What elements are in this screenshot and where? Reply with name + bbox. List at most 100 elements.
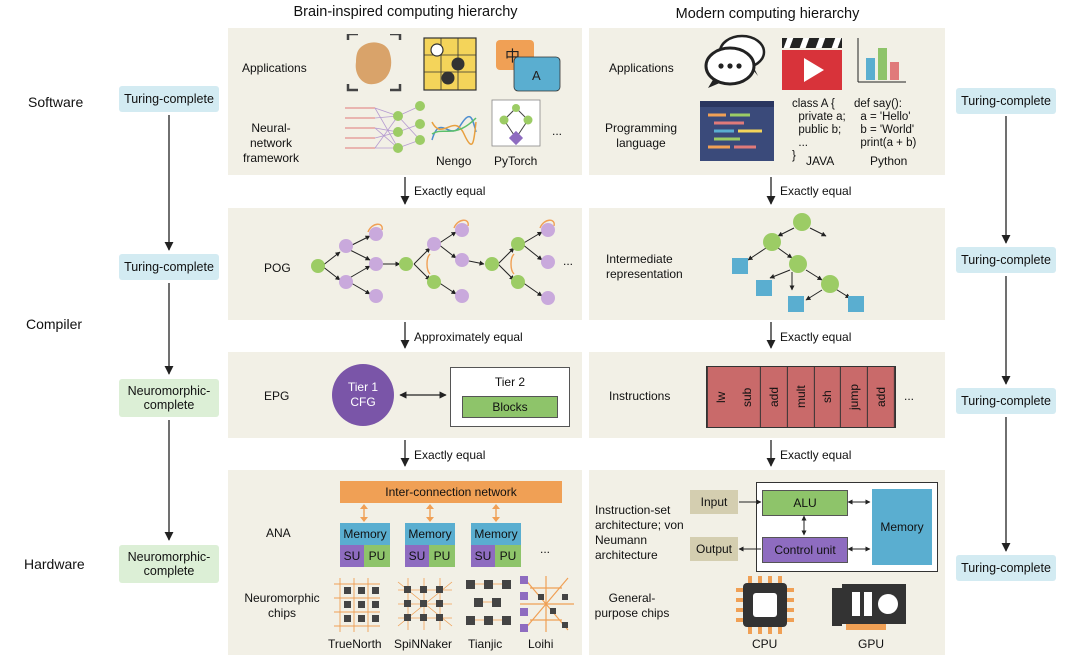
instr-lw: lw (707, 367, 734, 427)
level-software: Software (28, 94, 84, 110)
vn-arrows (738, 499, 871, 552)
left-badge-hardware: Neuromorphic-complete (119, 545, 219, 583)
right-badge-compiler-bottom: Turing-complete (956, 388, 1056, 414)
core-su: SU (471, 545, 495, 567)
java-label: JAVA (806, 154, 835, 168)
relation-modern-1: Exactly equal (780, 184, 852, 198)
core-su: SU (340, 545, 364, 567)
chip-label-tianjic: Tianjic (468, 637, 503, 651)
tier1-cfg-node: Tier 1 CFG (332, 364, 394, 426)
instructions-label: Instructions (609, 389, 671, 403)
ir-label: Intermediate representation (606, 252, 683, 281)
right-badge-software: Turing-complete (956, 88, 1056, 114)
tianjic-chip-icon (466, 580, 511, 625)
core-su: SU (405, 545, 429, 567)
pog-graph (311, 219, 555, 305)
python-label: Python (870, 154, 908, 168)
tier2-label: Tier 2 (494, 375, 526, 389)
vn-memory-box: Memory (872, 489, 932, 565)
face-scan-icon (346, 34, 402, 92)
gpu-label: GPU (858, 637, 885, 651)
java-code: class A { private a; public b; ... } (792, 98, 846, 162)
pytorch-label: PyTorch (494, 154, 538, 168)
programming-language-label: Programming language (604, 121, 678, 150)
nengo-label: Nengo (436, 154, 472, 168)
core-unit-3: Memory SU PU (471, 523, 521, 567)
video-clapper-icon (782, 38, 842, 90)
level-compiler: Compiler (26, 316, 83, 332)
right-badge-hardware: Turing-complete (956, 555, 1056, 581)
translate-glyph-a: A (532, 68, 541, 83)
brain-framework-ellipsis: ... (552, 124, 563, 138)
modern-applications-label: Applications (609, 61, 674, 75)
brain-hierarchy-title: Brain-inspired computing hierarchy (293, 4, 518, 20)
tier-link-arrow (399, 391, 447, 399)
core-pu: PU (495, 545, 521, 567)
chip-label-truenorth: TrueNorth (328, 637, 382, 651)
neural-net-icon (345, 101, 425, 153)
interconnect-bar: Inter-connection network (340, 481, 562, 503)
instr-mult: mult (787, 367, 815, 427)
translate-icon: 中 A (496, 40, 561, 92)
brain-nn-framework-label: Neural-network framework (242, 121, 299, 165)
brain-applications-label: Applications (242, 61, 307, 75)
isa-label: Instruction-set architecture; von Neuman… (595, 503, 684, 562)
ir-graph (732, 213, 864, 312)
brain-app-icons: 中 A (346, 34, 561, 92)
core-unit-1: Memory SU PU (340, 523, 390, 567)
nengo-icon (431, 115, 477, 145)
gp-chips-label: General-purpose chips (594, 591, 670, 620)
spinnaker-chip-icon (397, 578, 453, 630)
left-badge-compiler-bottom: Neuromorphic-complete (119, 379, 219, 417)
ana-label: ANA (266, 526, 291, 540)
neuromorphic-chip-icons (334, 576, 574, 632)
chip-label-loihi: Loihi (528, 637, 554, 651)
chat-bubbles-icon (704, 34, 766, 88)
tier1-label: Tier 1 (347, 380, 379, 394)
instr-add: add (760, 367, 788, 427)
relation-brain-2: Approximately equal (414, 330, 523, 344)
core-memory: Memory (405, 523, 455, 545)
code-editor-icon (700, 101, 774, 161)
blocks-box: Blocks (462, 396, 558, 418)
truenorth-chip-icon (334, 578, 380, 632)
instr-add-2: add (868, 367, 896, 427)
left-badge-compiler-top: Turing-complete (119, 254, 219, 280)
pytorch-icon (491, 99, 541, 147)
instr-sub: sub (733, 367, 761, 427)
python-code: def say(): a = 'Hello' b = 'World' print… (854, 98, 917, 149)
relation-modern-2: Exactly equal (780, 330, 852, 344)
ana-ellipsis: ... (540, 542, 551, 556)
core-memory: Memory (340, 523, 390, 545)
relation-modern-3: Exactly equal (780, 448, 852, 462)
modern-ir-panel (589, 208, 945, 320)
cfg-label: CFG (350, 395, 376, 409)
cpu-label: CPU (752, 637, 778, 651)
left-badge-software: Turing-complete (119, 86, 219, 112)
input-box: Input (690, 490, 738, 514)
brain-framework-icons (345, 99, 541, 153)
core-pu: PU (429, 545, 455, 567)
core-unit-2: Memory SU PU (405, 523, 455, 567)
relation-brain-3: Exactly equal (414, 448, 486, 462)
cpu-icon (736, 576, 794, 634)
pog-label: POG (264, 261, 291, 275)
epg-label: EPG (264, 389, 290, 403)
chip-label-spinnaker: SpiNNaker (394, 637, 453, 651)
output-box: Output (690, 537, 738, 561)
gpu-icon (832, 584, 906, 630)
instruction-strip: lw sub add mult sh jump add (706, 366, 896, 428)
modern-hierarchy-title: Modern computing hierarchy (675, 6, 860, 22)
level-hardware: Hardware (24, 556, 85, 572)
relation-brain-1: Exactly equal (414, 184, 486, 198)
instr-jump: jump (841, 367, 869, 427)
modern-app-icons (704, 34, 906, 90)
pog-ellipsis: ... (563, 254, 574, 268)
go-board-icon (423, 37, 477, 91)
instructions-ellipsis: ... (904, 389, 915, 403)
core-memory: Memory (471, 523, 521, 545)
instr-sh: sh (814, 367, 842, 427)
tier2-box: Tier 2 Blocks (450, 367, 570, 427)
core-pu: PU (364, 545, 390, 567)
